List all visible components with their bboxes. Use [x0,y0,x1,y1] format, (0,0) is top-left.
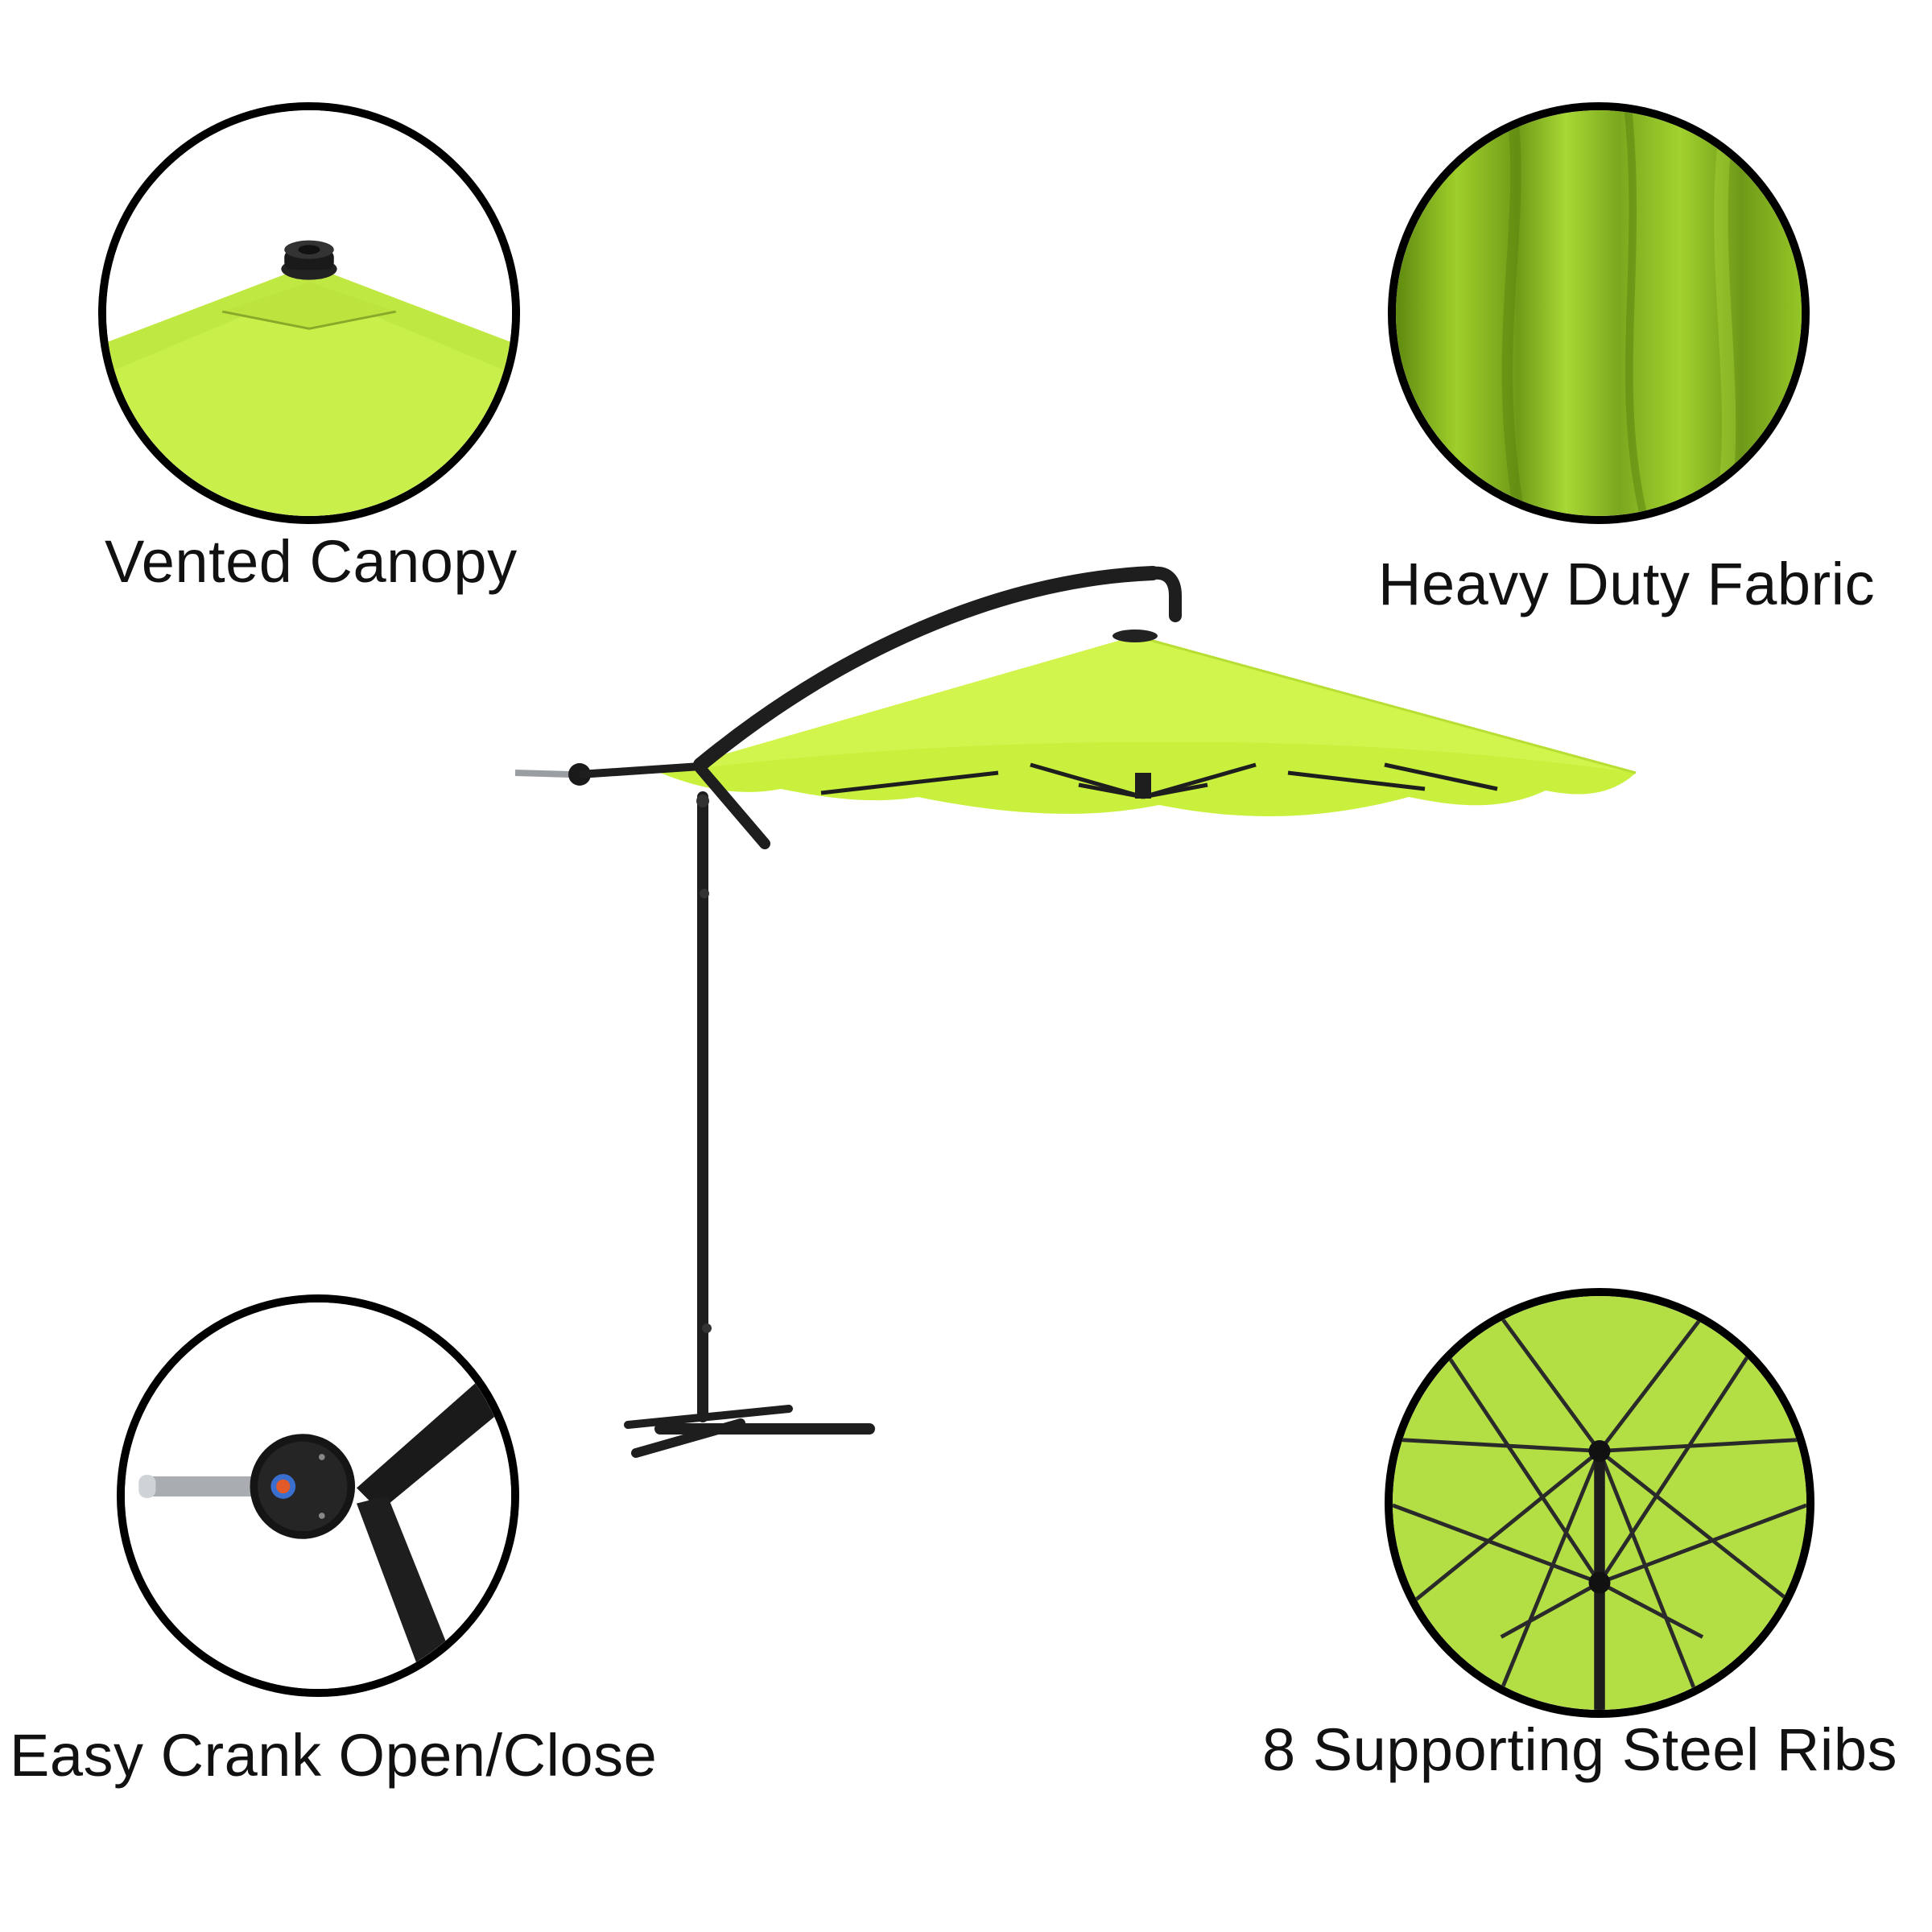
vented-canopy-label: Vented Canopy [105,528,518,595]
crank-handle [514,762,701,786]
crank-icon [125,1302,511,1689]
cantilever-umbrella-illustration [514,566,1637,1458]
ribs-closeup [1385,1288,1814,1718]
vented-canopy-closeup [98,102,520,524]
vented-canopy-icon [106,110,512,516]
fabric-icon [1396,110,1802,516]
easy-crank-label: Easy Crank Open/Close [10,1722,658,1789]
umbrella-canopy [660,630,1637,816]
umbrella-frame [624,566,1182,1458]
crank-closeup [117,1294,519,1697]
ribs-icon [1393,1296,1806,1710]
fabric-closeup [1388,102,1810,524]
steel-ribs-label: 8 Supporting Steel Ribs [1262,1716,1897,1783]
heavy-duty-fabric-label: Heavy Duty Fabric [1378,551,1876,617]
canopy-ribs [820,762,1498,799]
